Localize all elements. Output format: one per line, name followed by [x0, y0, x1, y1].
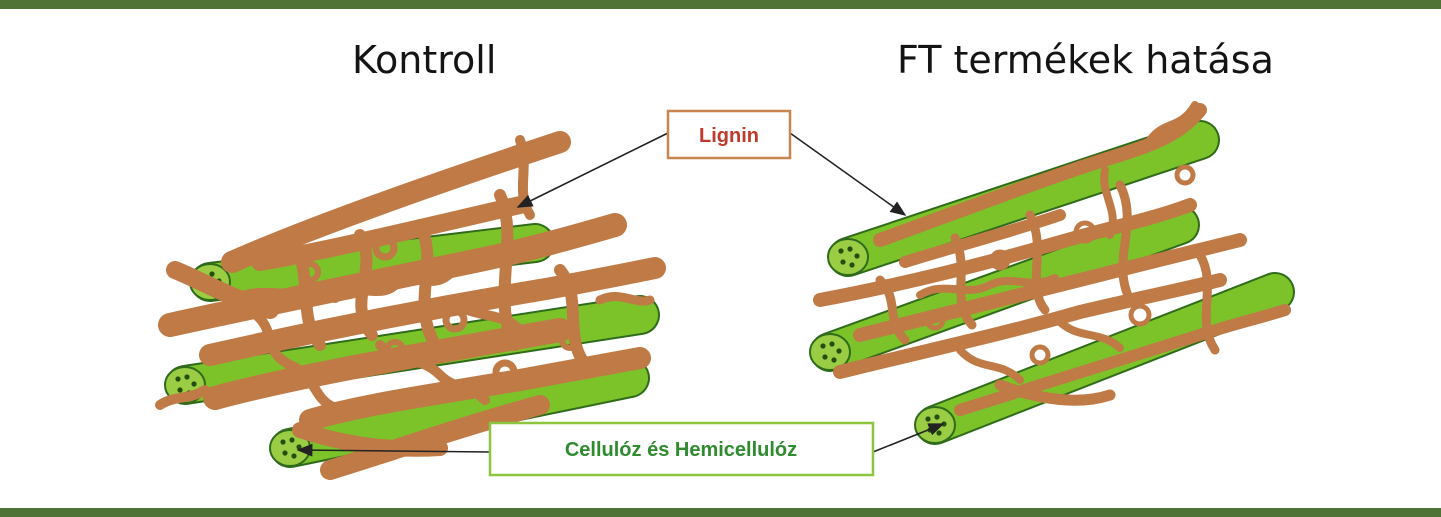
top-frame-bar [0, 0, 1441, 9]
title-kontroll: Kontroll [352, 38, 497, 82]
panel-kontroll [155, 131, 666, 480]
panel-ft-effect [809, 101, 1295, 445]
lignin-label: Lignin [699, 125, 759, 147]
bottom-frame-bar [0, 508, 1441, 517]
lignin-network-left [155, 131, 666, 480]
lignin-network-right [813, 101, 1291, 416]
callout-lignin: Lignin [516, 109, 907, 216]
callout-cellulose: Cellulóz és Hemicellulóz [296, 421, 945, 477]
title-ft-products-effect: FT termékek hatása [897, 38, 1274, 82]
microfibril-dots [820, 246, 947, 436]
cellulose-label: Cellulóz és Hemicellulóz [565, 439, 797, 461]
